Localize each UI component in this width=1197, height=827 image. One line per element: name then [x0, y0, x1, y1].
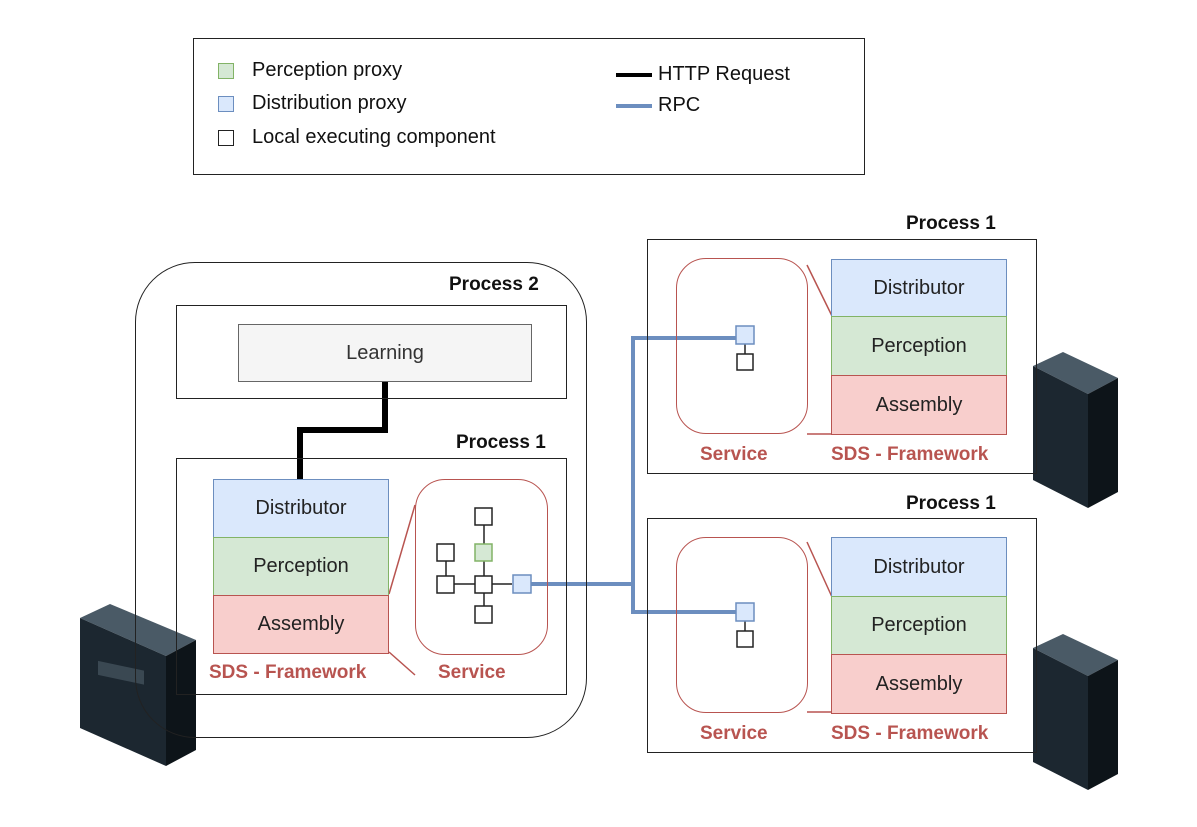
component-square: [736, 630, 754, 648]
process-1-title: Process 1: [906, 213, 996, 234]
process-1-container: [176, 458, 567, 695]
component-square: [436, 543, 455, 562]
distributor-block: Distributor: [831, 537, 1007, 597]
assembly-block: Assembly: [831, 375, 1007, 435]
distributor-block: Distributor: [213, 479, 389, 538]
legend: Perception proxy Distribution proxy Loca…: [193, 38, 865, 175]
process-1-container: [647, 518, 1037, 753]
component-square: [474, 575, 493, 594]
distribution-proxy-swatch: [218, 95, 234, 112]
legend-local-component: Local executing component: [218, 126, 496, 149]
component-square: [474, 507, 493, 526]
service-label: Service: [700, 444, 768, 465]
http-line-swatch: [616, 72, 652, 77]
legend-perception-proxy: Perception proxy: [218, 59, 402, 82]
rpc-line-swatch: [616, 103, 652, 108]
assembly-block: Assembly: [831, 654, 1007, 714]
legend-http-request: HTTP Request: [616, 63, 790, 86]
sds-framework-label: SDS - Framework: [209, 662, 367, 683]
perception-block: Perception: [213, 537, 389, 596]
distribution-proxy-square: [735, 602, 755, 622]
learning-process-box: [176, 305, 567, 399]
perception-proxy-square: [474, 543, 493, 562]
server-tower-icon: [1033, 634, 1118, 790]
service-label: Service: [438, 662, 506, 683]
legend-label: RPC: [658, 94, 701, 116]
perception-block: Perception: [831, 596, 1007, 655]
distributor-block: Distributor: [831, 259, 1007, 317]
legend-label: Perception proxy: [252, 59, 403, 81]
http-request-line: [297, 382, 388, 480]
rpc-line: [530, 336, 737, 586]
rpc-line: [631, 584, 737, 614]
distribution-proxy-square: [512, 574, 532, 594]
service-box: [676, 258, 808, 434]
local-component-swatch: [218, 129, 234, 146]
service-box: [676, 537, 808, 713]
component-square: [436, 575, 455, 594]
process-1-container: [647, 239, 1037, 474]
legend-rpc: RPC: [616, 94, 700, 117]
legend-label: Distribution proxy: [252, 92, 407, 114]
component-square: [474, 605, 493, 624]
zoom-connectors: [388, 264, 833, 713]
legend-label: HTTP Request: [658, 63, 790, 85]
process-1-title: Process 1: [906, 493, 996, 514]
process-2-container: [135, 262, 587, 738]
sds-framework-label: SDS - Framework: [831, 723, 989, 744]
perception-proxy-swatch: [218, 62, 234, 79]
distribution-proxy-square: [735, 325, 755, 345]
assembly-block: Assembly: [213, 595, 389, 654]
process-1-title: Process 1: [456, 432, 546, 453]
perception-block: Perception: [831, 316, 1007, 376]
legend-distribution-proxy: Distribution proxy: [218, 92, 407, 115]
service-label: Service: [700, 723, 768, 744]
legend-label: Local executing component: [252, 126, 496, 148]
component-square: [736, 353, 754, 371]
sds-framework-label: SDS - Framework: [831, 444, 989, 465]
process-2-title: Process 2: [449, 274, 539, 295]
service-box: [415, 479, 548, 655]
server-tower-icon: [1033, 352, 1118, 508]
learning-block: Learning: [238, 324, 532, 382]
